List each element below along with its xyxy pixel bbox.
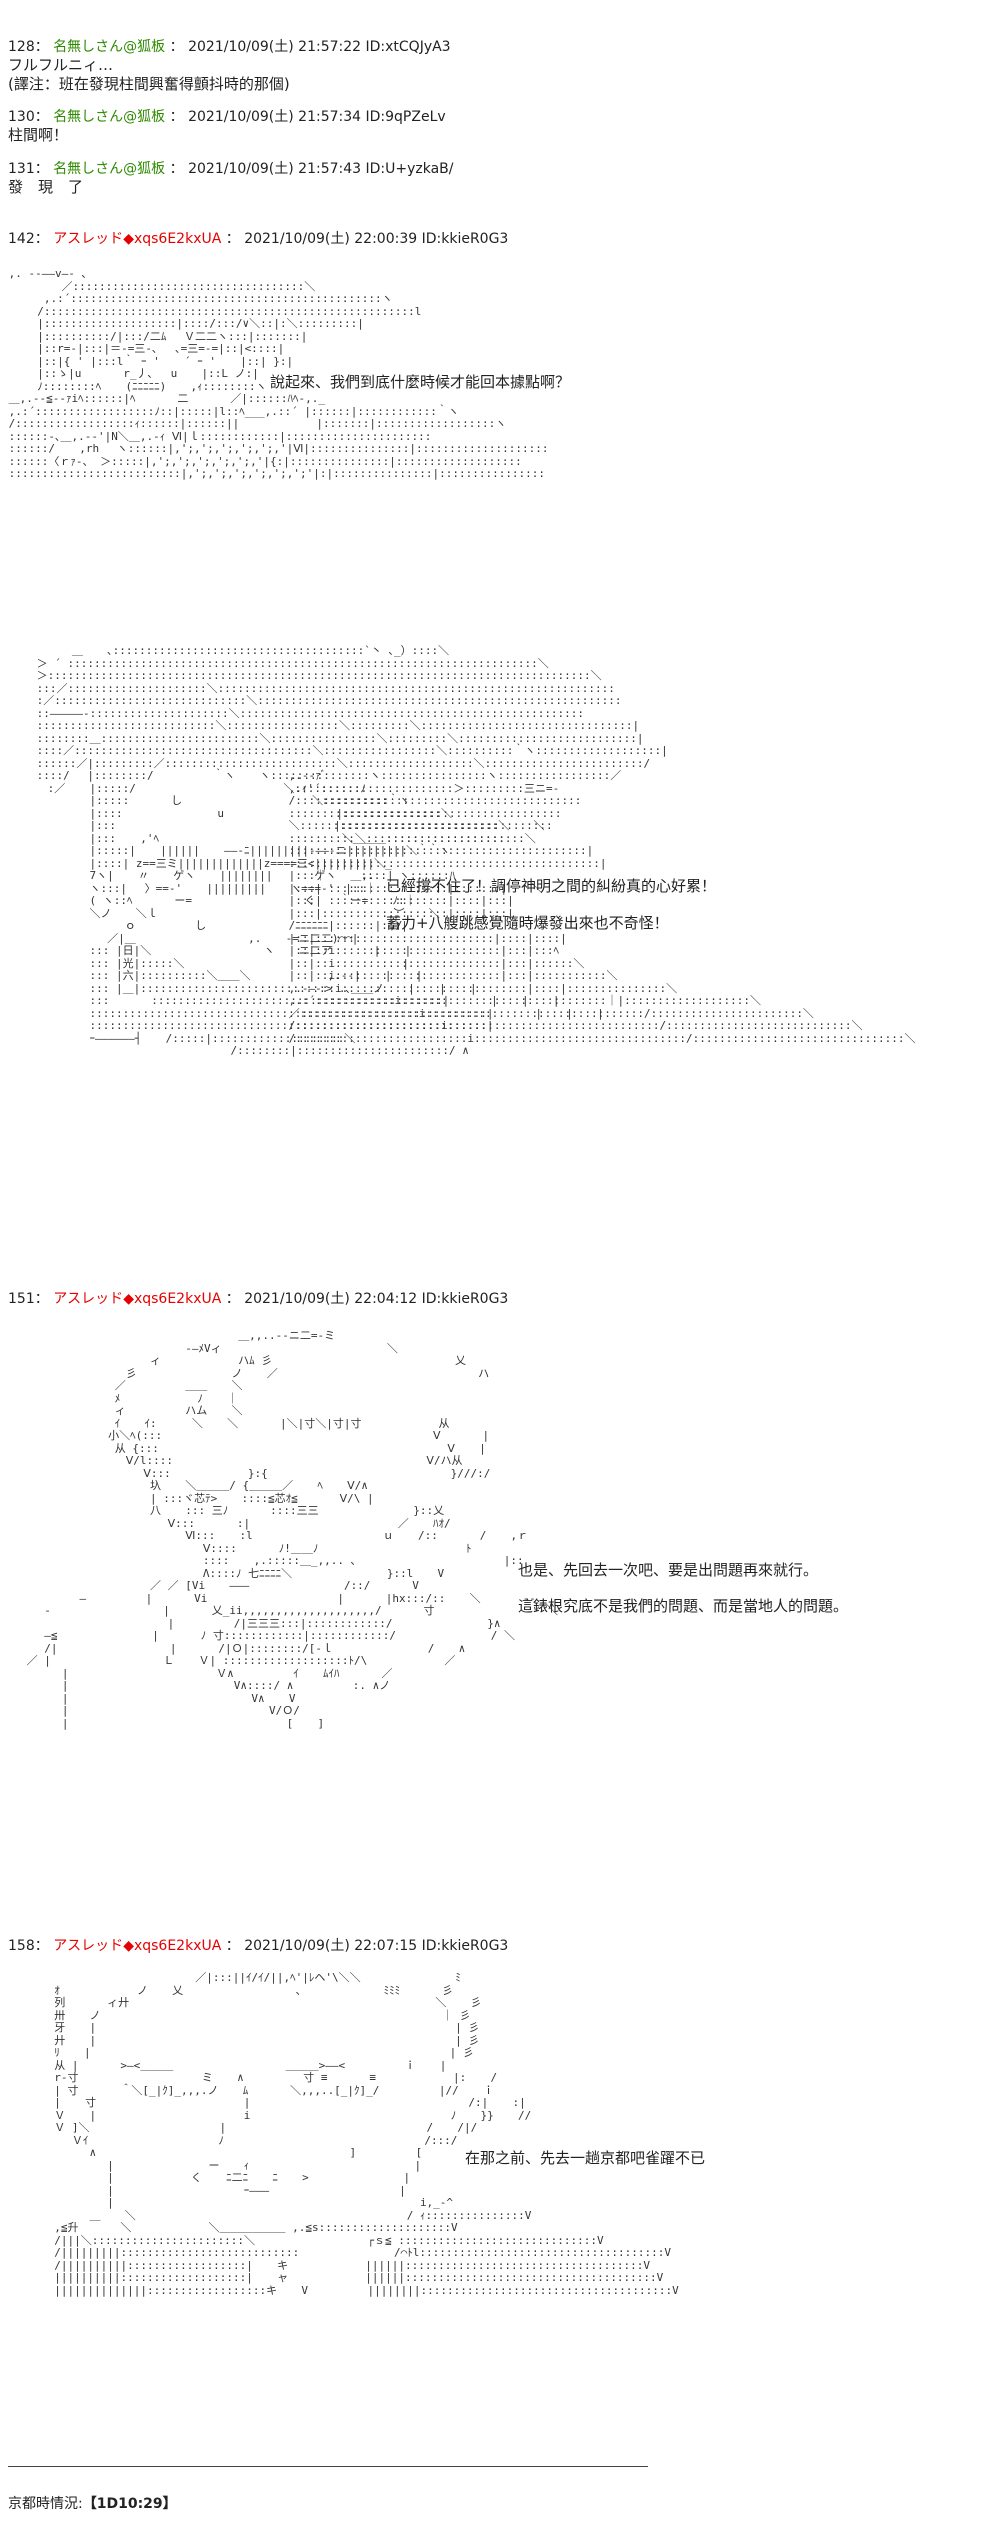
post-date: 2021/10/09(土) 22:04:12	[244, 1291, 418, 1307]
ascii-art-character-4: ／|:::||ｲ/ｲ/||,ﾍ'|ﾚヘ'\＼＼ ﾐ ｵ ノ 乂 、 ﾐﾐﾐ 彡 …	[54, 1971, 679, 2297]
poster-id[interactable]: ID:kkieR0G3	[421, 1291, 509, 1307]
post-date: 2021/10/09(土) 22:07:15	[244, 1938, 418, 1954]
poster-name[interactable]: 名無しさん@狐板	[53, 39, 166, 55]
poster-id[interactable]: ID:kkieR0G3	[421, 231, 509, 247]
post-number[interactable]: 151	[8, 1291, 35, 1307]
post-number[interactable]: 142	[8, 231, 35, 247]
post-date: 2021/10/09(土) 22:00:39	[244, 231, 418, 247]
post-number[interactable]: 130	[8, 109, 35, 125]
poster-id[interactable]: ID:9qPZeLv	[365, 109, 446, 125]
speech-line: 在那之前、先去一趟京都吧雀躍不已	[465, 2149, 706, 2167]
speech-line: 也是、先回去一次吧、要是出問題再來就行。	[518, 1561, 819, 1579]
post-header: 158： アスレッド◆xqs6E2kxUA ： 2021/10/09(土) 22…	[8, 1938, 509, 1954]
speech-line: 這錶根究底不是我們的問題、而是當地人的問題。	[518, 1597, 849, 1615]
post-header: 130： 名無しさん@狐板 ： 2021/10/09(土) 21:57:34 I…	[8, 109, 446, 125]
poster-trip: ◆xqs6E2kxUA	[123, 1938, 222, 1954]
post-158: 158： アスレッド◆xqs6E2kxUA ： 2021/10/09(土) 22…	[8, 1937, 988, 1955]
post-header: 151： アスレッド◆xqs6E2kxUA ： 2021/10/09(土) 22…	[8, 1291, 509, 1307]
post-date: 2021/10/09(土) 21:57:22	[188, 39, 362, 55]
post-130: 130： 名無しさん@狐板 ： 2021/10/09(土) 21:57:34 I…	[8, 108, 988, 145]
post-number[interactable]: 158	[8, 1938, 35, 1954]
post-body: 柱間啊！	[8, 126, 69, 144]
dice-label: 京都時情況:	[8, 2496, 83, 2512]
dice-value: 【1D10:29】	[82, 2496, 177, 2512]
poster-name[interactable]: アスレッド	[53, 1938, 124, 1954]
post-header: 131： 名無しさん@狐板 ： 2021/10/09(土) 21:57:43 I…	[8, 161, 454, 177]
footer-divider	[8, 2466, 648, 2467]
post-151: 151： アスレッド◆xqs6E2kxUA ： 2021/10/09(土) 22…	[8, 1290, 988, 1308]
ascii-art-character-2-right: ,.-‐ｧﾞ ,.ｨ'´::::::ﾉ /::::::::::::::｀ヽ ::…	[288, 769, 916, 1045]
ascii-art-character-1: ,. --――v―‐ ､ ／::::::::::::::::::::::::::…	[8, 267, 549, 480]
post-date: 2021/10/09(土) 21:57:43	[188, 161, 362, 177]
poster-id[interactable]: ID:xtCQJyA3	[365, 39, 451, 55]
post-128: 128： 名無しさん@狐板 ： 2021/10/09(土) 21:57:22 I…	[8, 38, 988, 94]
post-body: 發 現 了	[8, 178, 84, 196]
poster-name[interactable]: 名無しさん@狐板	[53, 161, 166, 177]
post-131: 131： 名無しさん@狐板 ： 2021/10/09(土) 21:57:43 I…	[8, 160, 988, 197]
ascii-art-character-2: ＿ ､:::::::::::::::::::::::::::::::::::::…	[36, 644, 668, 1057]
post-date: 2021/10/09(土) 21:57:34	[188, 109, 362, 125]
post-142: 142： アスレッド◆xqs6E2kxUA ： 2021/10/09(土) 22…	[8, 230, 988, 248]
poster-trip: ◆xqs6E2kxUA	[123, 231, 222, 247]
post-header: 128： 名無しさん@狐板 ： 2021/10/09(土) 21:57:22 I…	[8, 39, 451, 55]
post-body: フルフルニィ…(譯注：班在發現柱間興奮得顫抖時的那個)	[8, 56, 290, 93]
speech-line: 已經撐不住了！調停神明之間的糾紛真的心好累！	[386, 877, 717, 895]
poster-name[interactable]: 名無しさん@狐板	[53, 109, 166, 125]
dice-result: 京都時情況:【1D10:29】	[8, 2493, 177, 2513]
speech-line: 蓄力+八艘跳感覺隨時爆發出來也不奇怪！	[386, 914, 669, 932]
speech-line: 說起來、我們到底什麼時候才能回本據點啊？	[270, 373, 571, 391]
poster-name[interactable]: アスレッド	[53, 231, 124, 247]
ascii-art-character-3: ＿,,..-‐ニ二=-ミ ‐―ﾒVィ ＼ ィ ハﾑ 彡 乂 彡 ノ ／ ハ ／ …	[26, 1329, 558, 1730]
post-number[interactable]: 128	[8, 39, 35, 55]
poster-id[interactable]: ID:U+yzkaB/	[365, 161, 454, 177]
poster-name[interactable]: アスレッド	[53, 1291, 124, 1307]
poster-trip: ◆xqs6E2kxUA	[123, 1291, 222, 1307]
post-header: 142： アスレッド◆xqs6E2kxUA ： 2021/10/09(土) 22…	[8, 231, 509, 247]
poster-id[interactable]: ID:kkieR0G3	[421, 1938, 509, 1954]
post-number[interactable]: 131	[8, 161, 35, 177]
